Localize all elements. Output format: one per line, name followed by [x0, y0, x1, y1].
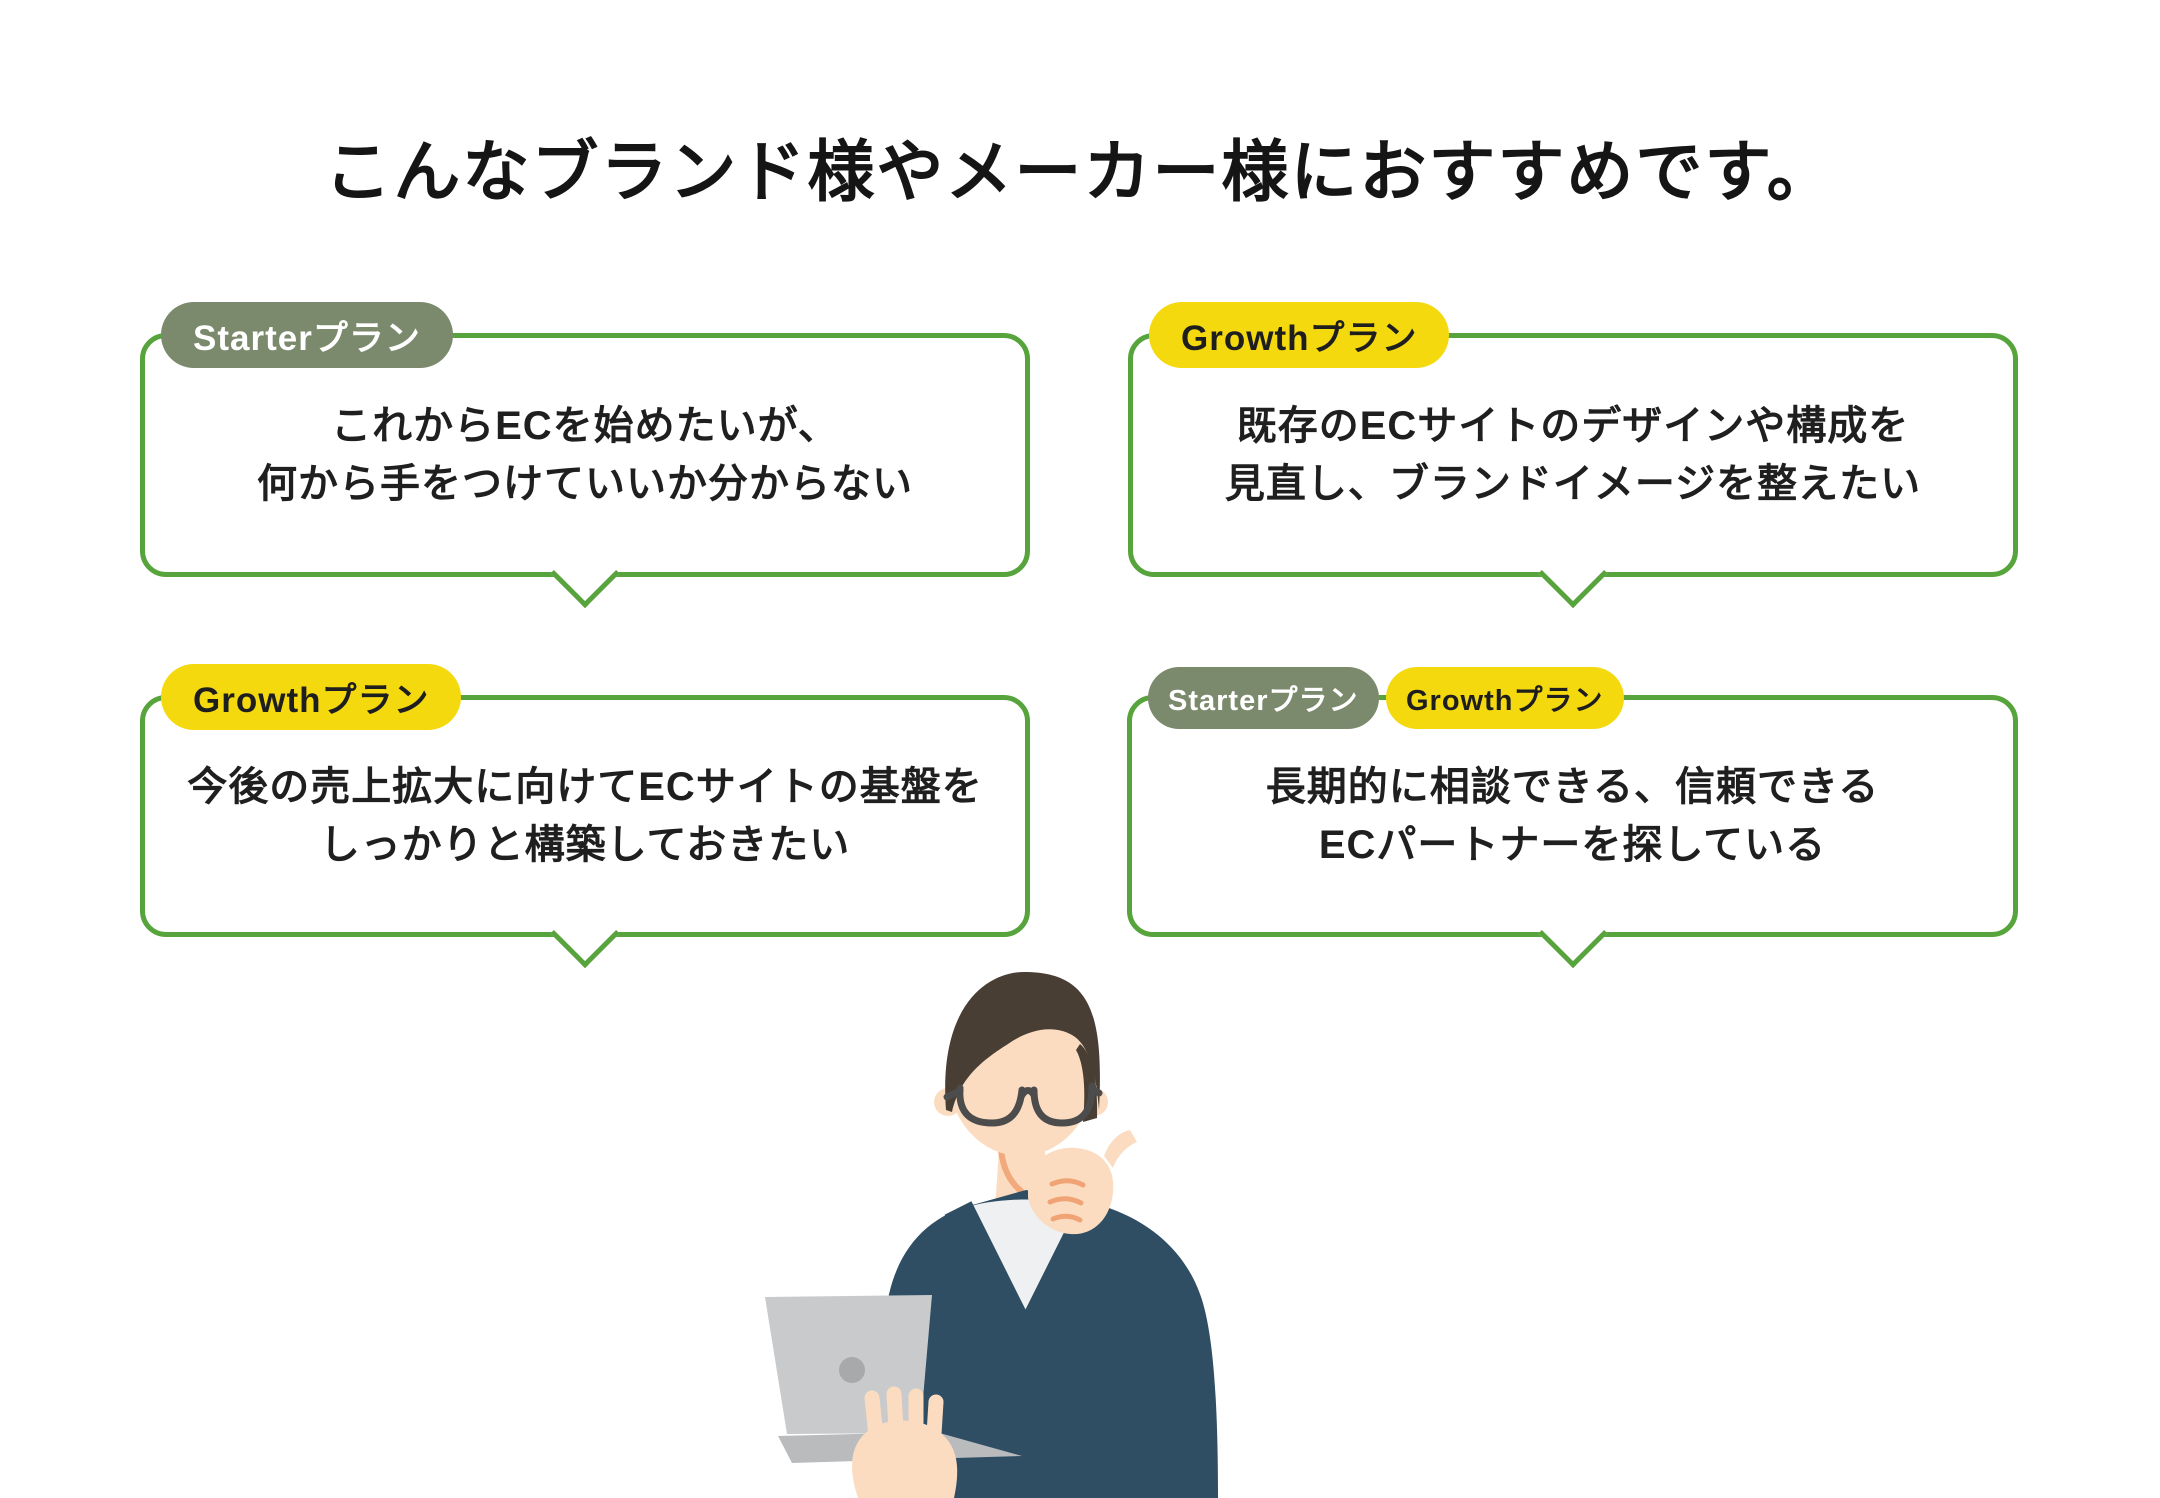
plan-badge-growth: Growthプラン [1149, 302, 1450, 368]
card-text: 長期的に相談できる、信頼できる ECパートナーを探している [1266, 758, 1879, 874]
card-text: 既存のECサイトのデザインや構成を 見直し、ブランドイメージを整えたい [1225, 397, 1921, 513]
chin-hand-shape [1028, 1147, 1114, 1235]
plan-badge-starter: Starterプラン [1148, 667, 1379, 729]
card-line: 何から手をつけていいか分からない [257, 462, 913, 506]
card-text: 今後の売上拡大に向けてECサイトの基盤を しっかりと構築しておきたい [187, 758, 983, 874]
laptop-logo [839, 1357, 865, 1383]
speech-card-starter: Starterプラン これからECを始めたいが、 何から手をつけていいか分からな… [140, 302, 1030, 609]
speech-tail [550, 538, 620, 609]
sweater-shape [884, 1190, 1218, 1498]
card-line: これからECを始めたいが、 [331, 404, 839, 448]
card-line: しっかりと構築しておきたい [319, 823, 851, 867]
speech-tail [1538, 538, 1608, 609]
speech-tail [1537, 898, 1608, 969]
speech-tail [550, 898, 620, 969]
sweater-lapel [944, 1201, 1034, 1339]
speech-card-growth-redesign: Growthプラン 既存のECサイトのデザインや構成を 見直し、ブランドイメージ… [1128, 302, 2018, 609]
hair-shape [945, 972, 1100, 1112]
finger-lines [1047, 1178, 1086, 1223]
neck-shadow [998, 1147, 1024, 1194]
card-line: 既存のECサイトのデザインや構成を [1236, 404, 1910, 448]
page-title: こんなブランド様やメーカー様におすすめです。 [324, 135, 1836, 210]
card-line: ECパートナーを探している [1318, 823, 1827, 867]
card-line: 今後の売上拡大に向けてECサイトの基盤を [187, 765, 983, 809]
thumb-shape [1104, 1130, 1137, 1168]
speech-card-partner: Starterプラン Growthプラン 長期的に相談できる、信頼できる ECパ… [1127, 667, 2018, 969]
plan-badge-starter: Starterプラン [161, 302, 453, 368]
card-line: 見直し、ブランドイメージを整えたい [1224, 462, 1922, 506]
holding-hand-shape [852, 1420, 958, 1498]
plan-badge-growth: Growthプラン [161, 664, 462, 730]
card-line: 長期的に相談できる、信頼できる [1265, 765, 1880, 809]
person-illustration [765, 972, 1218, 1498]
plan-badge-growth: Growthプラン [1386, 667, 1624, 729]
glasses-icon [943, 1082, 1103, 1127]
card-text: これからECを始めたいが、 何から手をつけていいか分からない [257, 397, 913, 513]
speech-card-growth-foundation: Growthプラン 今後の売上拡大に向けてECサイトの基盤を しっかりと構築して… [140, 664, 1030, 969]
